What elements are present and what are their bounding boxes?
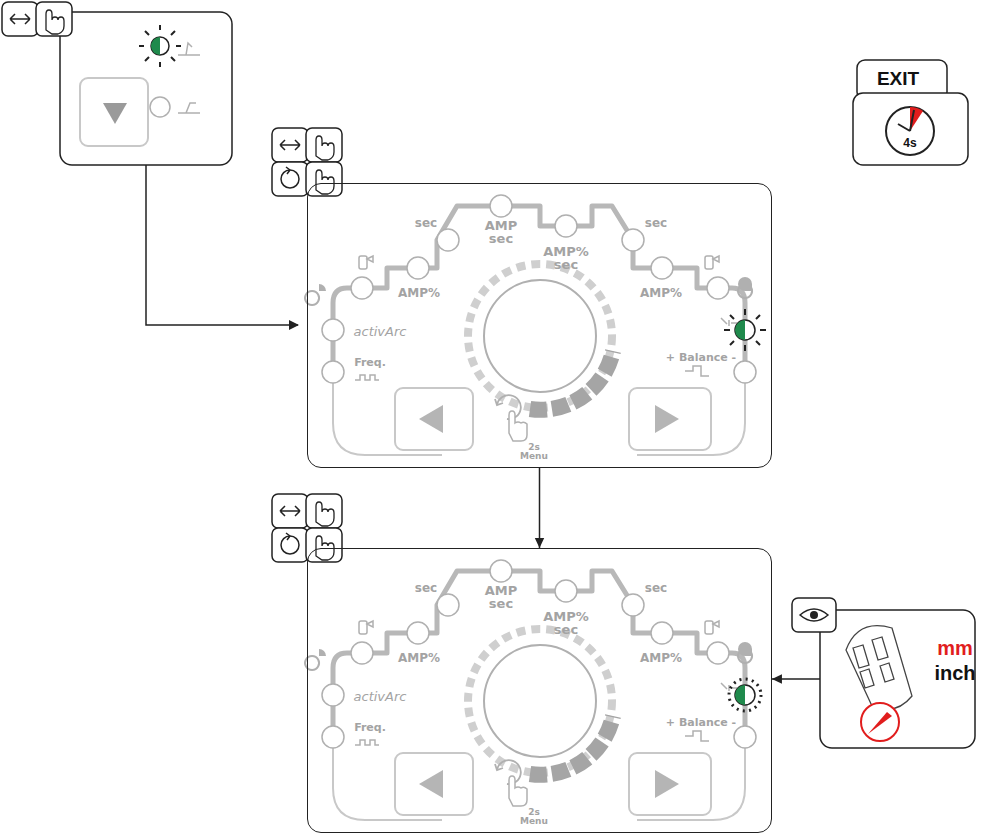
panel-label: AMP%: [398, 287, 440, 299]
panel-label: sec: [645, 217, 667, 229]
panel-label: AMP%: [640, 287, 682, 299]
panel-label: AMP%: [398, 652, 440, 664]
panel-label: activArc: [354, 690, 407, 703]
flow-arrow: [535, 468, 544, 548]
label-text: EXIT: [877, 69, 919, 88]
label-text: mm: [937, 638, 973, 658]
panel-label: + Balance -: [666, 717, 736, 728]
flow-arrow: [772, 674, 820, 683]
control-panel: sec AMP secAMP% sec secAMP% AMP% activArcFre…: [307, 183, 772, 468]
panel-label: Freq.: [354, 722, 386, 733]
panel-label: activArc: [354, 325, 407, 338]
panel-label: AMP%: [640, 652, 682, 664]
unit-callout: mm inch: [820, 610, 975, 748]
panel-label: AMP% sec: [543, 245, 589, 271]
panel-label: AMP% sec: [543, 610, 589, 636]
panel-label: Freq.: [354, 357, 386, 368]
panel-label: AMP sec: [485, 219, 518, 245]
panel-label: sec: [645, 582, 667, 594]
control-panel: sec AMP secAMP% sec secAMP% AMP% activArcFre…: [307, 548, 772, 833]
exit-timer-box: EXIT 4s: [853, 60, 968, 165]
panel-label: 2s Menu: [520, 808, 548, 826]
label-text: 4s: [903, 137, 916, 149]
panel-label: AMP sec: [485, 584, 518, 610]
panel-label: + Balance -: [666, 352, 736, 363]
label-text: inch: [934, 663, 975, 683]
panel-label: 2s Menu: [520, 443, 548, 461]
panel-label: sec: [415, 582, 437, 594]
panel-label: sec: [415, 217, 437, 229]
